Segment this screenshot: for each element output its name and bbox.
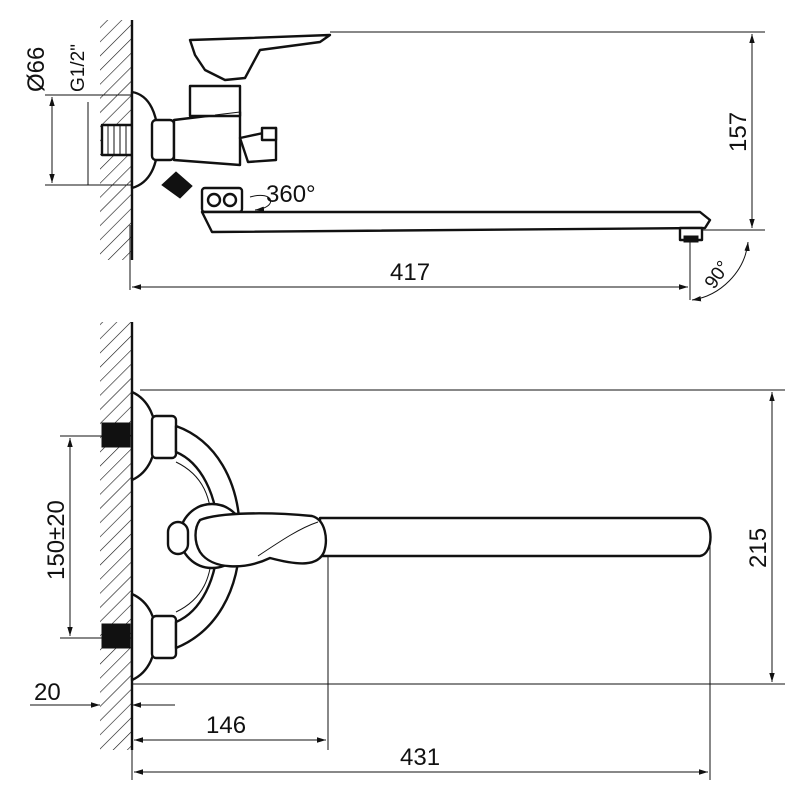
- mixer-body-top: [172, 110, 242, 167]
- wall-connector-lower: [101, 623, 131, 649]
- nut-upper: [150, 414, 178, 460]
- top-view: Ø66 G1/2" 360° 157: [23, 20, 765, 302]
- spout-bottom: [318, 516, 712, 558]
- aerator-tip-top: [683, 235, 699, 243]
- lever-handle-bottom: [194, 512, 327, 568]
- wall-connector-upper: [101, 422, 131, 448]
- diverter-knob-top: [260, 126, 278, 142]
- nut-lower: [150, 614, 178, 660]
- angle-arc-90: [691, 241, 750, 302]
- label-height-215: 215: [745, 528, 772, 568]
- label-length-417: 417: [390, 259, 430, 286]
- thread-fitting-top: [100, 123, 134, 157]
- spout-top: [200, 210, 712, 234]
- label-rotation: 360°: [266, 181, 316, 208]
- hose-outlet-top: [161, 171, 193, 199]
- eccentric-arms: [174, 424, 242, 650]
- swivel-hole-1: [206, 192, 222, 208]
- label-total-length-431: 431: [400, 744, 440, 771]
- label-angle-90: 90°: [701, 257, 735, 293]
- label-spacing-150: 150±20: [43, 500, 70, 580]
- mixer-cartridge-top: [188, 84, 242, 118]
- label-thread: G1/2": [68, 44, 89, 92]
- label-height-157: 157: [725, 112, 752, 152]
- label-diameter: Ø66: [23, 47, 50, 92]
- mixer-cap-bottom: [166, 520, 190, 556]
- swivel-hole-2: [222, 192, 238, 208]
- bottom-view: 150±20 215 20 146 431: [30, 322, 785, 780]
- rotation-arc: [249, 195, 272, 212]
- wall-hatch-bottom: [100, 322, 132, 750]
- label-lever-reach-146: 146: [206, 712, 246, 739]
- lever-handle-top: [188, 33, 332, 82]
- label-wall-offset-20: 20: [34, 679, 61, 706]
- nut-top: [150, 118, 176, 162]
